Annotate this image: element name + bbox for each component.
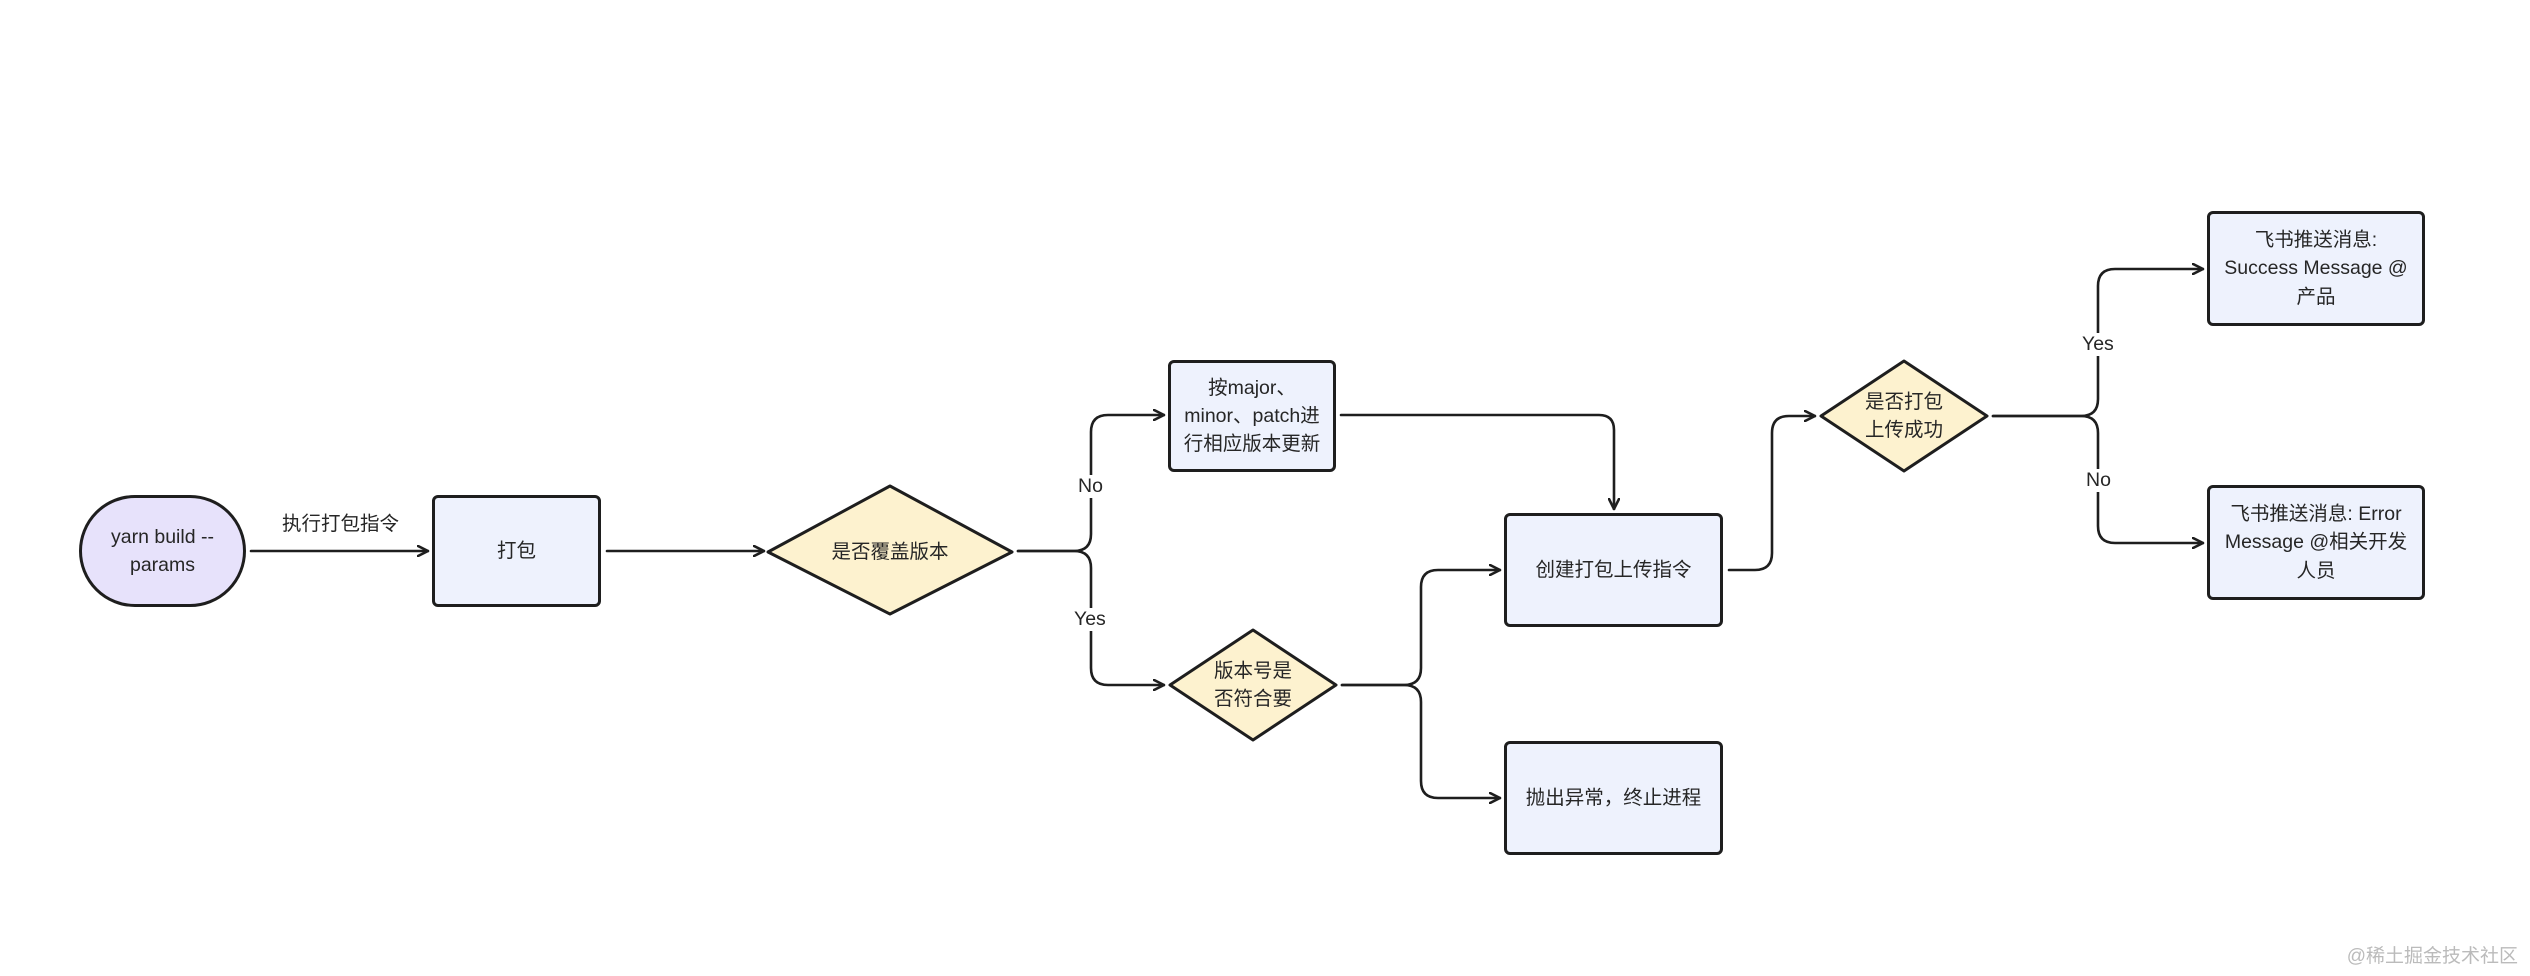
version-check-decision-label: 版本号是否符合要 [1213, 659, 1292, 710]
edge-label-override-yes: Yes [1072, 608, 1108, 631]
start-node-label: yarn build --params [111, 525, 214, 576]
edge-versioncheck-to-create [1340, 570, 1502, 687]
update-version-node: 按major、minor、patch进行相应版本更新 [1168, 360, 1336, 472]
watermark: @稀土掘金技术社区 [2346, 946, 2518, 967]
edge-label-run-command: 执行打包指令 [280, 507, 402, 536]
edge-create-to-upload [1727, 416, 1817, 572]
error-message-node-label: 飞书推送消息: Error Message @相关开发人员 [2224, 503, 2408, 582]
edge-versioncheck-to-error [1340, 683, 1502, 798]
start-node: yarn build --params [79, 495, 246, 607]
override-decision-label: 是否覆盖版本 [831, 540, 949, 563]
override-decision-shape [766, 484, 1014, 616]
edge-label-upload-no: No [2084, 469, 2113, 492]
edge-label-override-no: No [1076, 475, 1105, 498]
update-version-node-label: 按major、minor、patch进行相应版本更新 [1183, 376, 1321, 456]
upload-success-decision-shape [1819, 359, 1989, 473]
create-command-node: 创建打包上传指令 [1504, 513, 1723, 627]
success-message-node-label: 飞书推送消息: Success Message @产品 [2224, 229, 2408, 308]
edge-update-to-create [1339, 413, 1614, 511]
error-message-node: 飞书推送消息: Error Message @相关开发人员 [2207, 485, 2425, 600]
version-check-decision-shape [1168, 628, 1338, 742]
version-check-decision: 版本号是否符合要 [1205, 655, 1301, 715]
throw-error-node-label: 抛出异常，终止进程 [1525, 786, 1702, 809]
upload-success-decision: 是否打包上传成功 [1856, 386, 1952, 446]
build-node-label: 打包 [496, 539, 536, 562]
upload-success-decision-label: 是否打包上传成功 [1864, 390, 1943, 441]
create-command-node-label: 创建打包上传指令 [1535, 558, 1692, 581]
override-decision: 是否覆盖版本 [790, 530, 990, 574]
build-node: 打包 [432, 495, 601, 607]
edge-label-upload-yes: Yes [2080, 333, 2116, 356]
success-message-node: 飞书推送消息: Success Message @产品 [2207, 211, 2425, 326]
throw-error-node: 抛出异常，终止进程 [1504, 741, 1723, 855]
